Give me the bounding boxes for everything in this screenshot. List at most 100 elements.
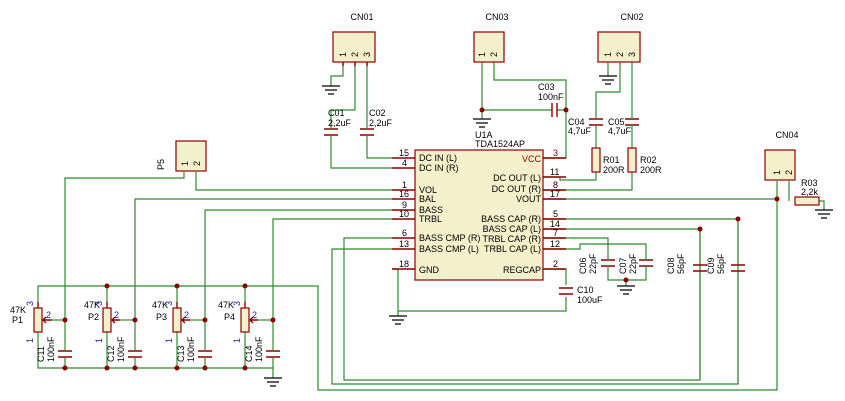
junction-dot xyxy=(132,317,138,323)
junction-dot xyxy=(132,365,138,371)
ic-pin-num: 13 xyxy=(399,239,409,249)
ic-pin-num: 4 xyxy=(402,158,407,168)
ground-icon xyxy=(473,118,491,128)
c08-value: 56pF xyxy=(676,253,686,274)
p4-pin3: 3 xyxy=(232,301,242,306)
capacitor-c04: C04 4,7uF xyxy=(568,116,603,136)
c12-ref: C12 xyxy=(106,345,116,362)
ground-icon xyxy=(322,85,340,95)
ic-pin-num: 10 xyxy=(399,209,409,219)
c05-ref: C05 xyxy=(608,117,625,127)
p5-pin1: 1 xyxy=(180,161,190,166)
cn03-pin1: 1 xyxy=(477,52,487,57)
connector-p5: P5 1 2 xyxy=(156,140,207,172)
ic-pin-num: 15 xyxy=(399,148,409,158)
ic-pin-name: BASS CAP (R) xyxy=(481,214,541,224)
ic-pin-name: TRBL CAP (L) xyxy=(484,244,541,254)
junction-dot xyxy=(697,226,703,232)
p3-pin3: 3 xyxy=(164,301,174,306)
c02-ref: C02 xyxy=(369,108,386,118)
c13-value: 100nF xyxy=(186,336,196,362)
junction-dot xyxy=(242,283,248,289)
c07-value: 22pF xyxy=(628,253,638,274)
c01-ref: C01 xyxy=(328,108,345,118)
junctions xyxy=(62,107,780,371)
ic-pin-num: 6 xyxy=(402,228,407,238)
p3-ref: P3 xyxy=(156,312,167,322)
ground-icon xyxy=(617,285,635,295)
r03-value: 2,2k xyxy=(801,187,819,197)
ic-pin-name: TRBL xyxy=(419,214,442,224)
ic-pin-num: 11 xyxy=(550,167,559,177)
p1-pin3: 3 xyxy=(25,301,35,306)
p4-value: 47K xyxy=(218,300,234,310)
ic-part: TDA1524AP xyxy=(475,139,525,149)
ic-pin-name: DC OUT (L) xyxy=(493,173,541,183)
c09-ref: C09 xyxy=(706,257,716,274)
c06-value: 22pF xyxy=(588,253,598,274)
ic-pin-name: BASS xyxy=(419,205,443,215)
ic-pin-name: DC IN (L) xyxy=(419,153,457,163)
c04-value: 4,7uF xyxy=(568,126,592,136)
ic-pin-name: TRBL CAP (R) xyxy=(482,234,541,244)
p3-pin1: 1 xyxy=(164,338,174,343)
capacitor-c03: C03 100nF xyxy=(538,82,564,117)
c02-value: 2,2uF xyxy=(369,118,393,128)
capacitor-c13: C13 100nF xyxy=(176,336,212,362)
ic-pin-num: 2 xyxy=(553,259,558,269)
c10-value: 100uF xyxy=(577,295,603,305)
p1-pin1: 1 xyxy=(25,338,35,343)
wires xyxy=(37,62,825,391)
ic-ref: U1A xyxy=(475,130,493,140)
junction-dot xyxy=(479,107,485,113)
cn01-ref: CN01 xyxy=(350,12,373,22)
capacitor-c05: C05 4,7uF xyxy=(608,116,639,136)
potentiometer-p2: 47K P2 3 2 1 xyxy=(84,300,120,343)
c09-value: 56pF xyxy=(716,253,726,274)
connector-cn02: CN02 1 2 3 xyxy=(597,12,644,63)
junction-dot xyxy=(62,365,68,371)
r02-ref: R02 xyxy=(640,155,657,165)
capacitor-c12: C12 100nF xyxy=(106,336,142,362)
ic-pin-num: 14 xyxy=(550,219,560,229)
ic-pin-name: BASS CAP (L) xyxy=(483,224,541,234)
ic-pin-name: BASS CMP (L) xyxy=(419,244,479,254)
ic-pin-num: 3 xyxy=(553,148,558,158)
p2-pin2: 2 xyxy=(114,310,119,320)
cn01-pin1: 1 xyxy=(338,52,348,57)
c06-ref: C06 xyxy=(578,257,588,274)
p1-pin2: 2 xyxy=(46,310,51,320)
resistor-r03: R03 2,2k xyxy=(794,178,820,206)
ic-pin-num: 12 xyxy=(550,239,560,249)
p4-pin2: 2 xyxy=(252,310,257,320)
junction-dot xyxy=(174,365,180,371)
cn02-pin1: 1 xyxy=(603,52,613,57)
p1-ref: P1 xyxy=(12,315,23,325)
ic-pin-name: VOUT xyxy=(516,194,542,204)
junction-dot xyxy=(202,317,208,323)
junction-dot xyxy=(174,283,180,289)
cn04-pin2: 2 xyxy=(784,170,794,175)
capacitor-c10: C10 100uF xyxy=(559,285,603,305)
ic-pin-num: 9 xyxy=(402,200,407,210)
cn04-pin1: 1 xyxy=(772,170,782,175)
capacitor-c11: C11 100nF xyxy=(36,336,72,362)
potentiometer-p4: 47K P4 3 2 1 xyxy=(218,300,258,343)
junction-dot xyxy=(270,317,276,323)
junction-dot xyxy=(774,196,780,202)
resistor-r02: R02 200R xyxy=(627,147,662,175)
connector-cn04: CN04 1 2 xyxy=(764,130,799,181)
c14-ref: C14 xyxy=(244,345,254,362)
c11-ref: C11 xyxy=(36,346,46,362)
connector-cn03: CN03 1 2 xyxy=(473,12,509,63)
capacitor-c14: C14 100nF xyxy=(244,336,280,362)
capacitor-c09: C09 56pF xyxy=(706,253,745,274)
ic-pin-name: VCC xyxy=(522,154,542,164)
r01-value: 200R xyxy=(603,165,625,175)
r01-ref: R01 xyxy=(603,155,620,165)
resistor-r01: R01 200R xyxy=(591,147,625,175)
r02-value: 200R xyxy=(640,165,662,175)
ic-pin-name: VOL xyxy=(419,185,437,195)
p5-pin2: 2 xyxy=(192,161,202,166)
